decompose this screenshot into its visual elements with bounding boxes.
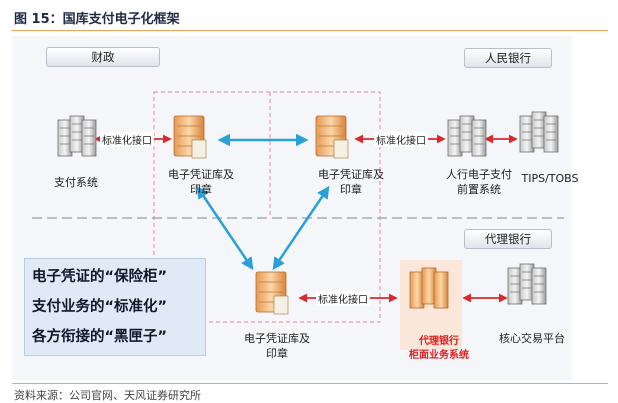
pboc-front-server-icon [448,116,486,156]
node-label-voucher-right-line1: 电子凭证库及 [318,168,384,181]
source-note: 资料来源：公司官网、天风证券研究所 [14,389,201,402]
voucher-vault-icon-right [315,115,349,159]
figure-title: 图 15：国库支付电子化框架 [14,12,180,27]
node-label-pboc-front-line2: 前置系统 [457,183,501,196]
node-label-voucher-right-line2: 印章 [340,183,362,196]
voucher-vault-icon-left [173,115,207,159]
node-label-core-trading: 核心交易平台 [499,332,565,345]
tips-tobs-server-icon [520,112,558,152]
callout-line-2: 支付业务的“标准化” [32,299,168,315]
zone-tab-finance: 财政 [46,47,160,67]
bottom-rule [12,383,608,384]
voucher-zone-box [153,91,381,323]
interface-label-bottom: 标准化接口 [316,291,370,306]
node-label-agent-counter-line2: 柜面业务系统 [409,350,469,361]
zone-tab-agent-bank: 代理银行 [464,229,552,249]
interface-label-top-left: 标准化接口 [100,132,154,147]
payment-system-server-icon [58,116,96,156]
node-label-voucher-bottom-line1: 电子凭证库及 [244,332,310,345]
callout-line-1: 电子凭证的“保险柜” [32,269,168,285]
top-rule [12,30,608,31]
agent-counter-server-icon [409,267,449,309]
node-label-pboc-front-line1: 人行电子支付 [446,168,512,181]
arrow-voucher-left-bottom [196,185,254,271]
node-label-agent-counter-line1: 代理银行 [419,336,459,347]
node-label-voucher-left-line1: 电子凭证库及 [168,168,234,181]
node-label-tips-tobs: TIPS/TOBS [521,172,579,185]
core-trading-server-icon [508,264,546,304]
callout-box [24,258,206,356]
diagram-canvas [32,91,564,350]
arrow-voucher-right-bottom [272,185,330,271]
node-label-payment-system: 支付系统 [54,176,98,189]
voucher-vault-icon-bottom [255,271,289,315]
node-label-voucher-left-line2: 印章 [190,183,212,196]
zone-tab-pboc: 人民银行 [464,48,552,68]
node-label-voucher-bottom-line2: 印章 [266,347,288,360]
interface-label-top-right: 标准化接口 [374,132,428,147]
callout-line-3: 各方衔接的“黑匣子” [32,329,168,345]
